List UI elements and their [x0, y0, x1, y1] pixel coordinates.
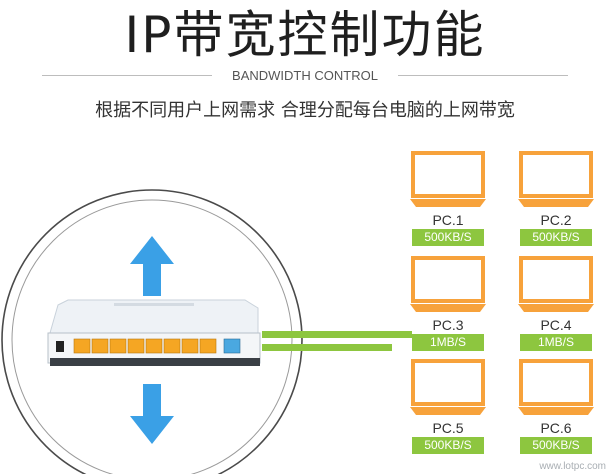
router — [47, 299, 261, 366]
laptop-icon — [518, 151, 594, 207]
subtitle-divider-left — [42, 75, 212, 76]
bandwidth-badge: 500KB/S — [520, 437, 592, 454]
pc-5: PC.5 500KB/S — [408, 358, 488, 458]
watermark: www.lotpc.com — [539, 461, 606, 472]
subtitle-divider-right — [398, 75, 568, 76]
laptop-icon — [410, 256, 486, 312]
pc-1: PC.1 500KB/S — [408, 150, 488, 250]
green-cable-top — [262, 331, 412, 338]
pc-name: PC.2 — [540, 212, 572, 228]
subtitle: BANDWIDTH CONTROL — [232, 68, 378, 83]
pc-name: PC.4 — [540, 317, 572, 333]
outer-circle — [1, 189, 303, 474]
laptop-icon — [410, 359, 486, 415]
bandwidth-badge: 500KB/S — [412, 437, 484, 454]
pc-4: PC.4 1MB/S — [516, 255, 596, 355]
green-cable-bottom — [262, 344, 392, 351]
laptop-icon — [518, 256, 594, 312]
pc-3: PC.3 1MB/S — [408, 255, 488, 355]
arrow-down-icon — [130, 384, 174, 444]
pc-6: PC.6 500KB/S — [516, 358, 596, 458]
pc-2: PC.2 500KB/S — [516, 150, 596, 250]
arrow-up-icon — [130, 236, 174, 296]
pc-name: PC.5 — [432, 420, 464, 436]
pc-name: PC.1 — [432, 212, 464, 228]
bandwidth-badge: 1MB/S — [520, 334, 592, 351]
pc-name: PC.3 — [432, 317, 464, 333]
laptop-icon — [410, 151, 486, 207]
inner-circle — [11, 199, 293, 474]
description: 根据不同用户上网需求 合理分配每台电脑的上网带宽 — [95, 100, 515, 121]
bandwidth-badge: 500KB/S — [412, 229, 484, 246]
laptop-icon — [518, 359, 594, 415]
bandwidth-badge: 1MB/S — [412, 334, 484, 351]
pc-name: PC.6 — [540, 420, 572, 436]
bandwidth-badge: 500KB/S — [520, 229, 592, 246]
page-title: IP带宽控制功能 — [124, 6, 486, 64]
